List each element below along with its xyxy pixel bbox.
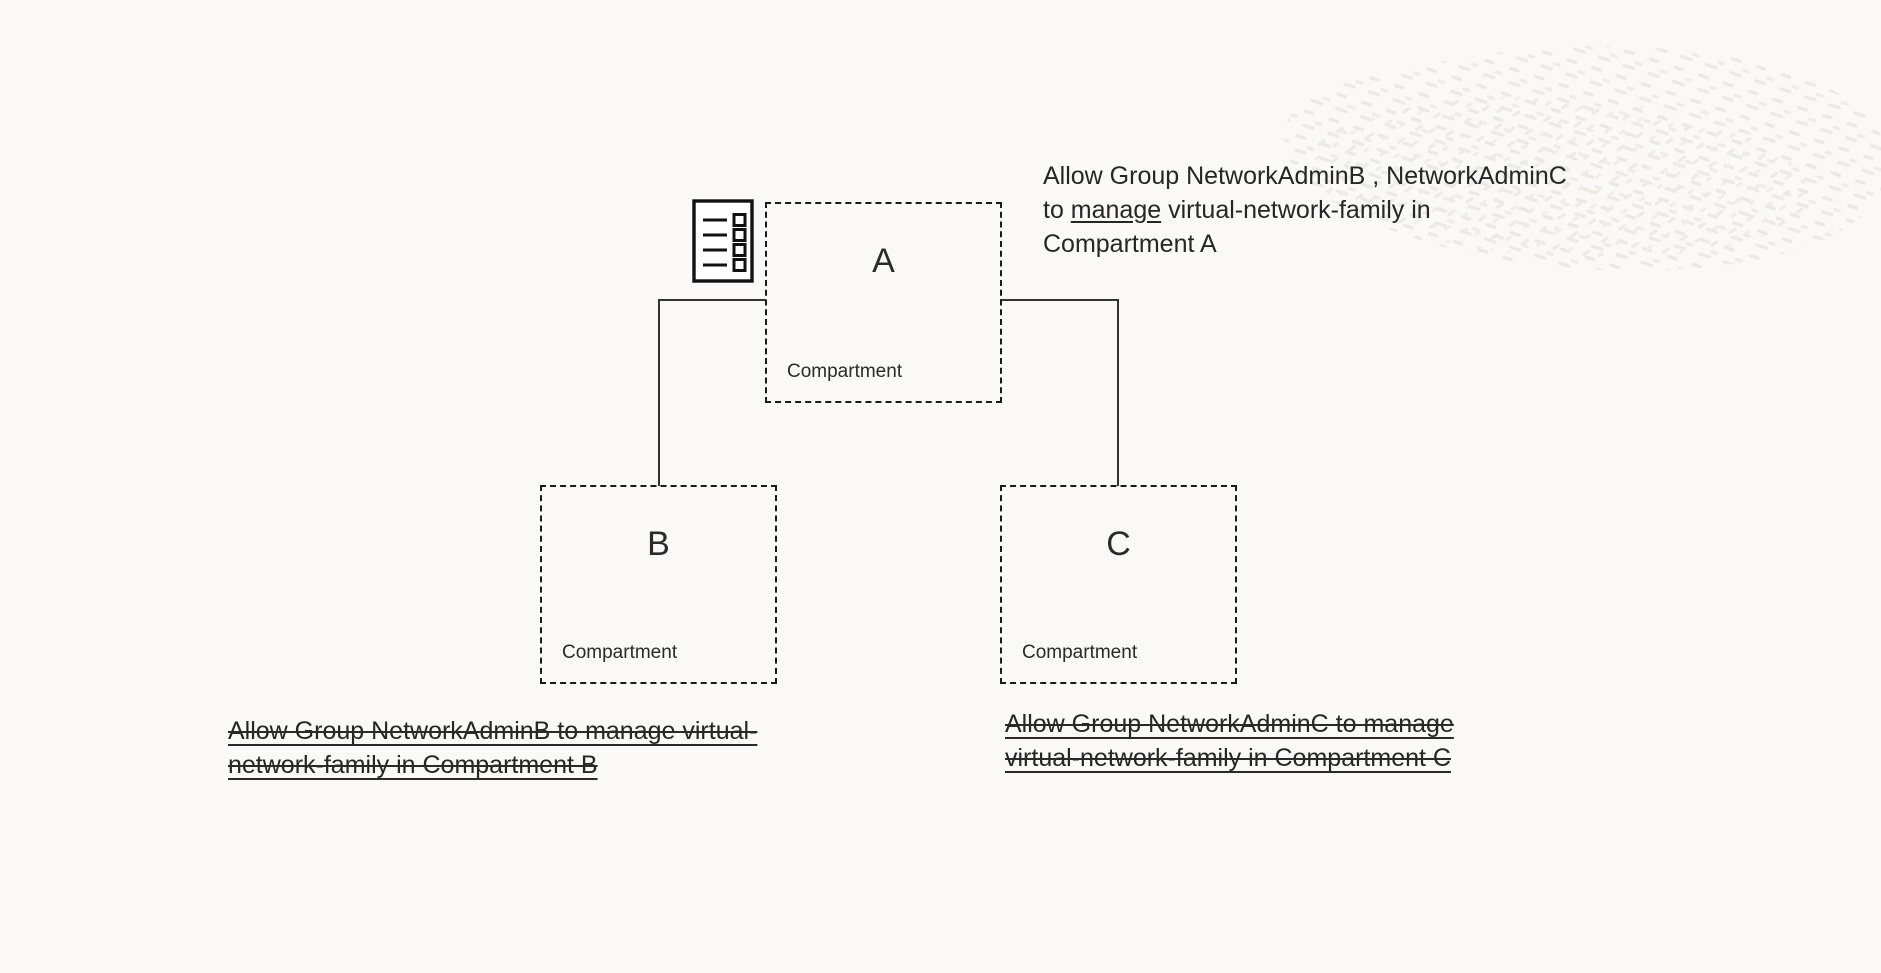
connector-a-to-b-horizontal [658,299,766,301]
policy-statement-b-text: Allow Group NetworkAdminB to manage virt… [228,717,758,779]
policy-statement-a: Allow Group NetworkAdminB , NetworkAdmin… [1043,159,1683,261]
compartment-b-box[interactable]: B Compartment [540,485,777,684]
policy-statement-a-line2-suffix: virtual-network-family in [1161,196,1431,224]
policy-statement-a-line1: Allow Group NetworkAdminB , NetworkAdmin… [1043,162,1567,190]
policy-document-icon [692,199,754,283]
policy-statement-b: Allow Group NetworkAdminB to manage virt… [228,714,853,782]
policy-statement-c: Allow Group NetworkAdminC to manage virt… [1005,707,1535,775]
policy-statement-a-verb: manage [1070,196,1162,224]
policy-statement-c-verb: manage [1363,710,1454,738]
compartment-a-box[interactable]: A Compartment [765,202,1002,403]
compartment-b-sublabel: Compartment [562,642,678,663]
connector-a-to-b-vertical [658,299,660,486]
compartment-c-box[interactable]: C Compartment [1000,485,1237,684]
compartment-c-sublabel: Compartment [1022,642,1138,663]
policy-statement-a-line2-prefix: to [1043,196,1071,224]
compartment-a-sublabel: Compartment [787,361,903,382]
compartment-c-letter: C [1106,525,1131,563]
policy-statement-c-line2: virtual-network-family in Compartment C [1005,744,1451,772]
policy-statement-a-line3: Compartment A [1043,230,1217,258]
compartment-b-letter: B [647,525,670,563]
connector-a-to-c-horizontal [1000,299,1118,301]
connector-a-to-c-vertical [1117,299,1119,486]
compartment-a-letter: A [872,242,895,280]
policy-statement-c-line1-prefix: Allow Group NetworkAdminC to [1005,710,1364,738]
